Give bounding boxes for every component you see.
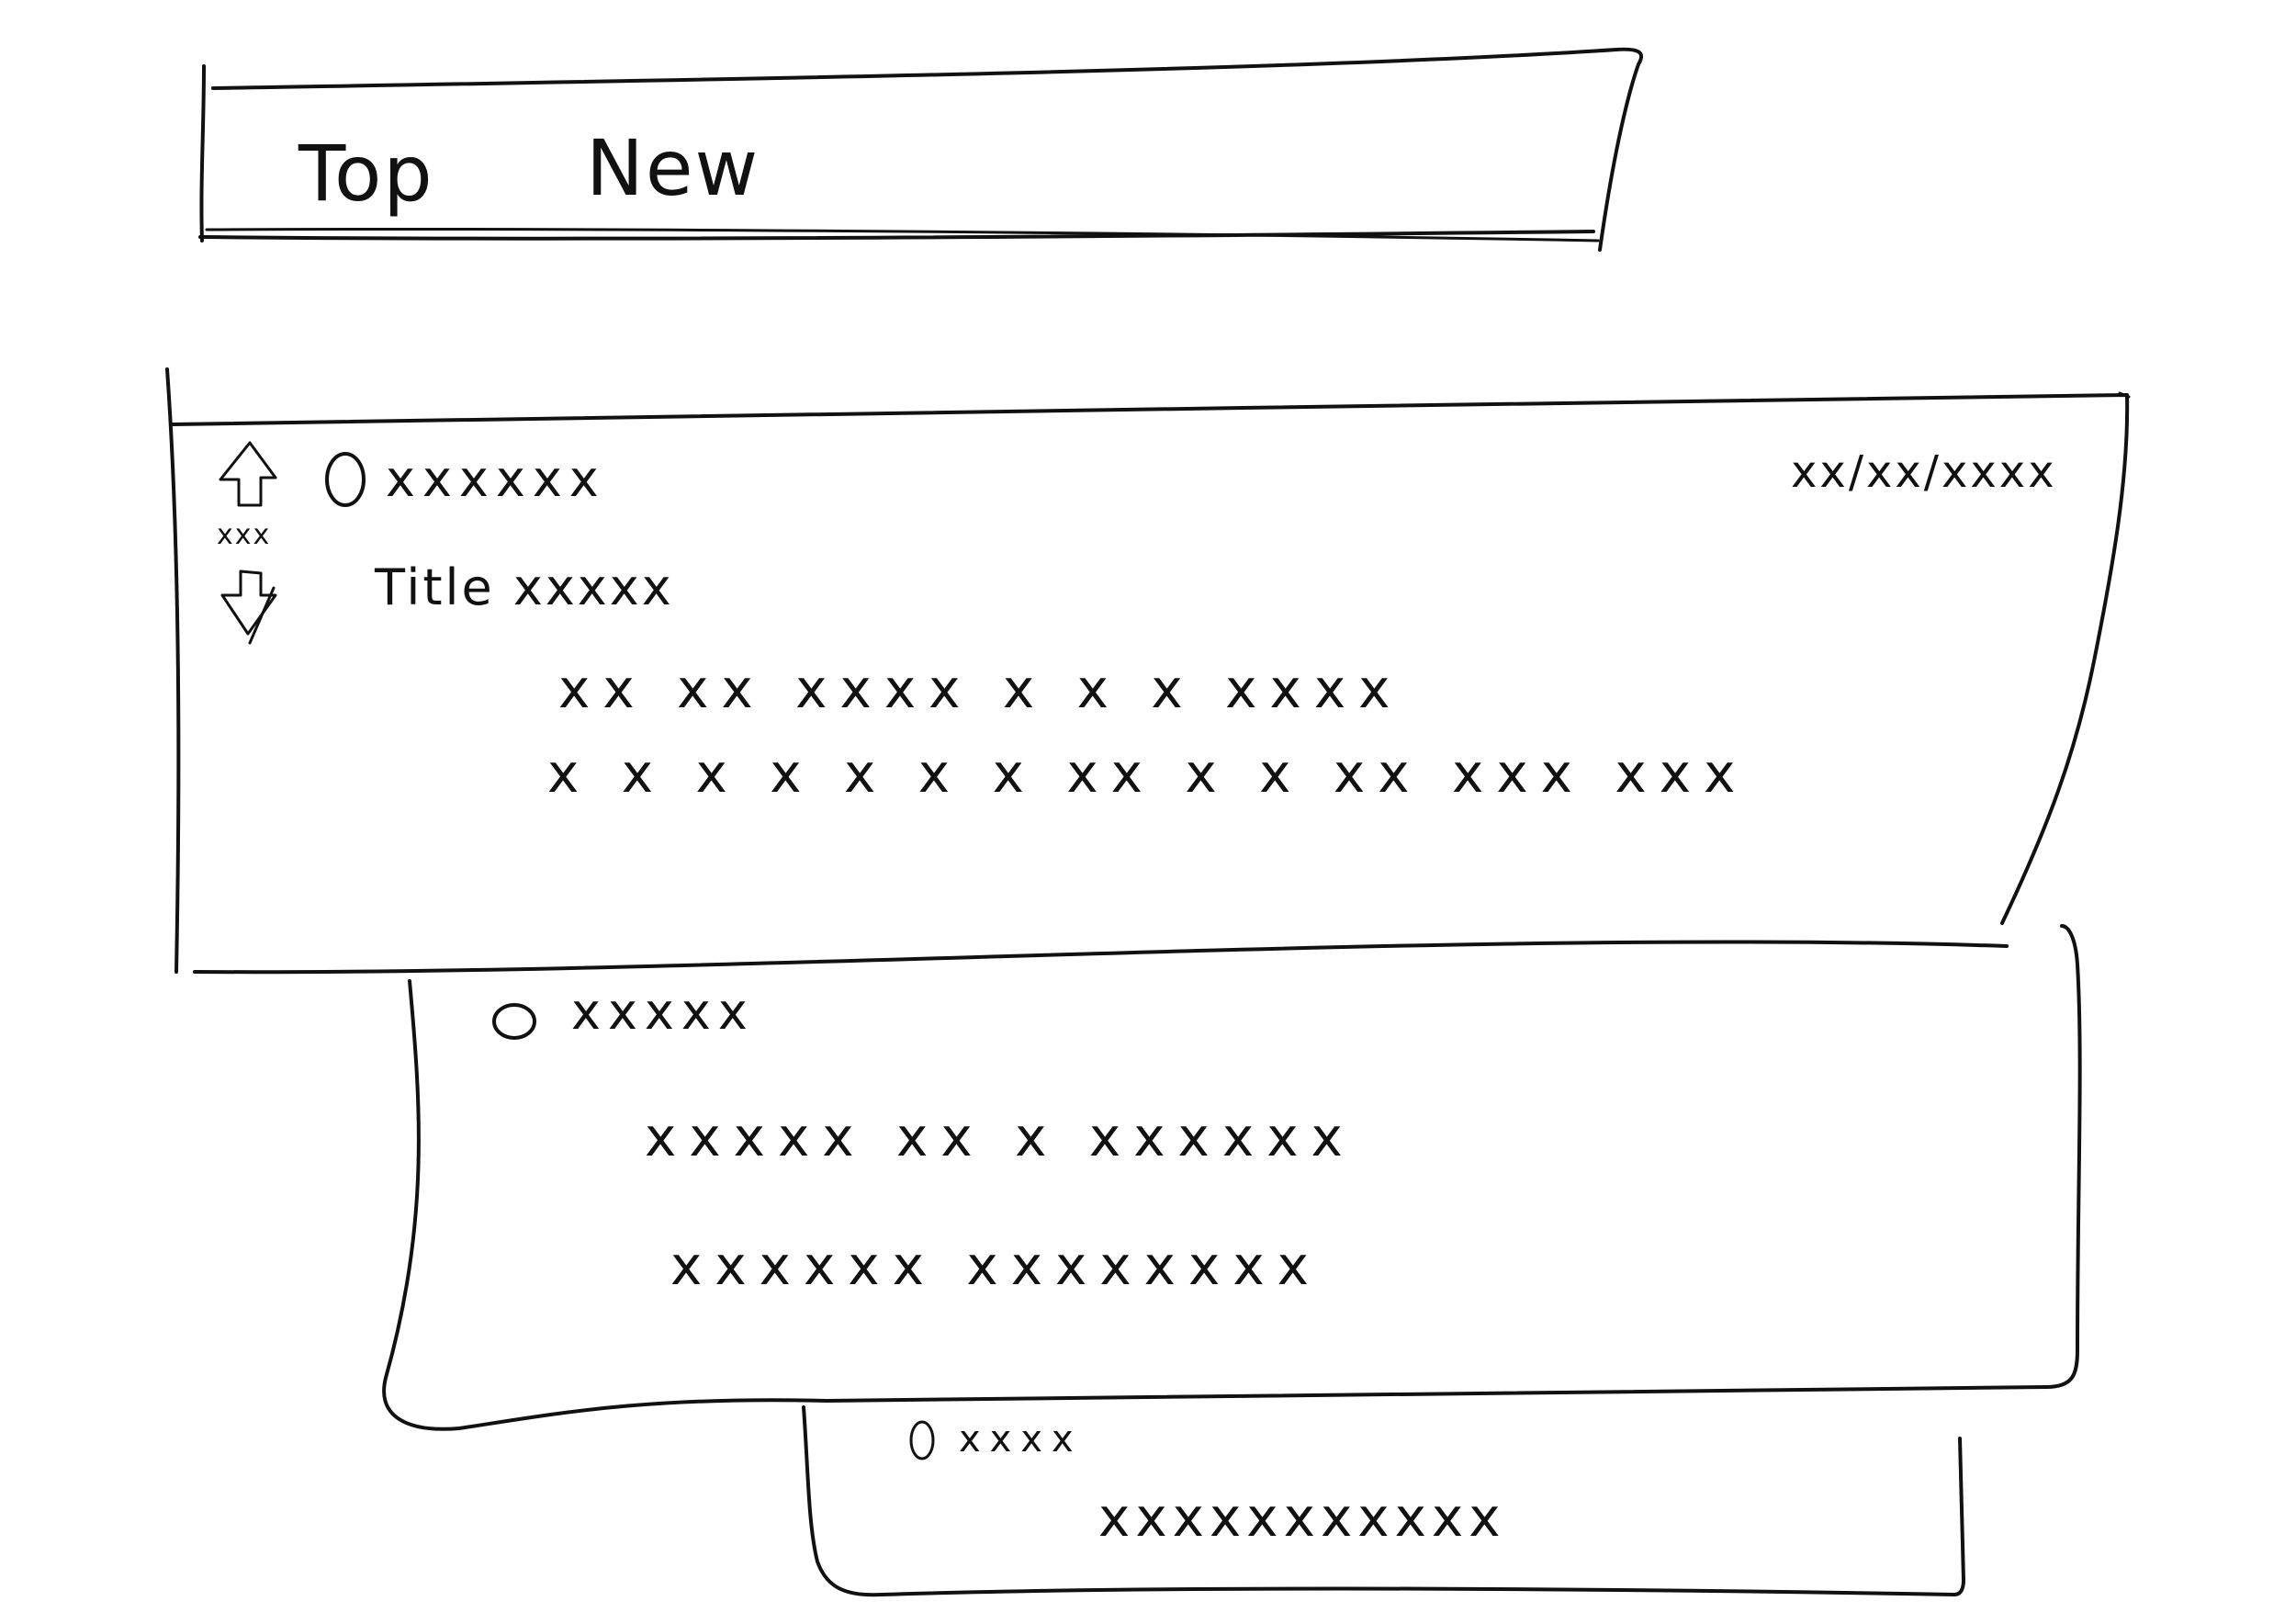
post-body-line-2: x x x x x x x xx x x xx xxx xxx xyxy=(547,742,1748,805)
up-arrow-icon xyxy=(219,441,277,507)
reply-author[interactable]: xxxx xyxy=(959,1418,1083,1460)
avatar-icon xyxy=(909,1420,935,1460)
comment-text-line-2: xxxxxx xxxxxxxx xyxy=(670,1235,1322,1297)
tab-top[interactable]: Top xyxy=(285,119,434,220)
post-title[interactable]: Title xxxxx xyxy=(374,558,674,616)
downvote-button[interactable] xyxy=(209,560,283,645)
avatar-icon xyxy=(325,452,366,507)
post-date: xx/xx/xxxx xyxy=(1791,446,2057,498)
post-author: xxxxxx xyxy=(386,450,606,508)
comment-card xyxy=(382,924,2082,1431)
comment-text-line-1: xxxxx xx x xxxxxx xyxy=(645,1106,1356,1168)
tab-top-label: Top xyxy=(298,129,434,219)
top-nav-bar xyxy=(198,47,1643,252)
tab-new[interactable]: New xyxy=(579,119,760,220)
tab-new-label: New xyxy=(586,123,760,213)
comment-author[interactable]: xxxxx xyxy=(571,983,755,1041)
post-body-line-1: xx xx xxxx x x x xxxx xyxy=(558,658,1402,720)
upvote-button[interactable] xyxy=(209,432,283,514)
reply-text-line-1: xxxxxxxxxxx xyxy=(1098,1486,1506,1549)
post-author-row[interactable]: xxxxxx xyxy=(325,450,606,508)
vote-count: xxx xyxy=(217,519,271,551)
post-card xyxy=(165,367,2131,975)
reply-card xyxy=(802,1405,1965,1597)
avatar-icon xyxy=(492,1003,536,1040)
